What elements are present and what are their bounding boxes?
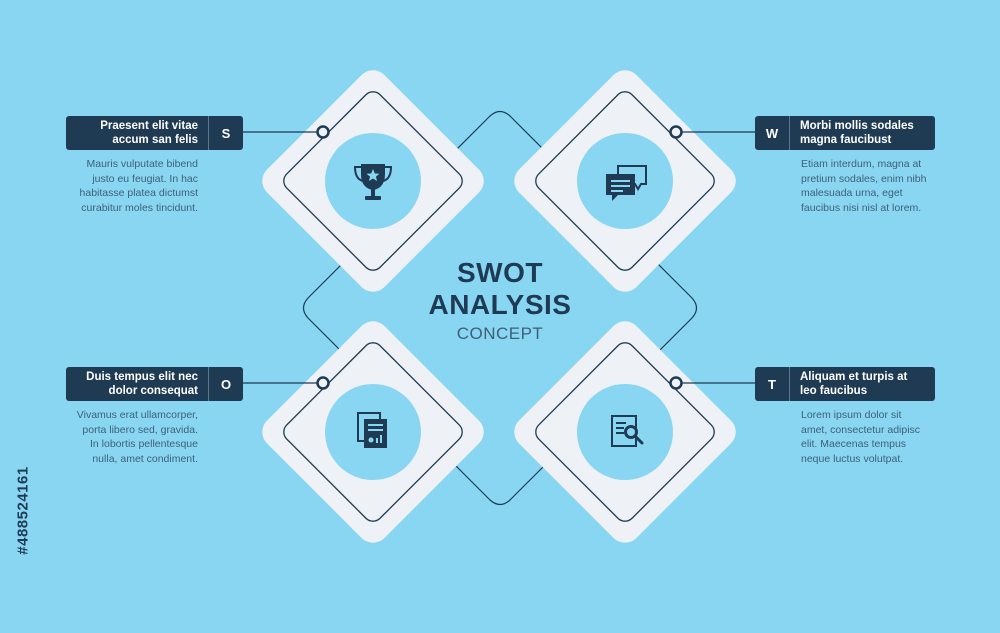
strength-description: Mauris vulputate bibend justo eu feugiat… <box>28 157 198 215</box>
strength-letter: S <box>208 116 243 150</box>
document-search-icon <box>611 415 644 447</box>
threat-title: Aliquam et turpis at leo faucibus <box>790 370 935 398</box>
connector-w <box>669 125 755 139</box>
documents-chart-icon <box>357 412 387 448</box>
threat-letter: T <box>755 367 790 401</box>
threat-title-line-2: leo faucibus <box>800 385 868 397</box>
opportunity-letter: O <box>208 367 243 401</box>
weakness-title-line-1: Morbi mollis sodales <box>800 120 914 132</box>
trophy-icon <box>353 164 393 200</box>
strength-title: Praesent elit vitae accum san felis <box>66 119 208 147</box>
weakness-desc-line: pretium sodales, enim nibh <box>801 172 927 185</box>
stock-id-text: #488524161 <box>14 465 32 555</box>
connector-s <box>243 125 330 139</box>
opportunity-desc-line: In lobortis pellentesque <box>90 438 198 450</box>
threat-desc-line: elit. Maecenas tempus <box>801 438 907 450</box>
threat-desc-line: amet, consectetur adipisc <box>801 423 921 436</box>
opportunity-desc-line: Vivamus erat ullamcorper, <box>76 409 198 421</box>
threat-title-line-1: Aliquam et turpis at <box>800 371 908 383</box>
weakness-title: Morbi mollis sodales magna faucibust <box>790 119 935 147</box>
center-connector-diamond <box>302 110 698 506</box>
weakness-desc-line: malesuada urna, eget <box>801 187 903 199</box>
opportunity-label: Duis tempus elit nec dolor consequat O <box>66 367 243 401</box>
opportunity-title-line-2: dolor consequat <box>108 385 198 397</box>
strength-title-line-1: Praesent elit vitae <box>100 120 198 132</box>
chat-bubbles-icon <box>606 165 647 201</box>
opportunity-title-line-1: Duis tempus elit nec <box>86 371 198 383</box>
connector-o <box>243 376 330 390</box>
opportunity-title: Duis tempus elit nec dolor consequat <box>66 370 208 398</box>
strength-desc-line: curabitur moles tincidunt. <box>81 201 198 214</box>
opportunity-description: Vivamus erat ullamcorper, porta libero s… <box>28 408 198 466</box>
threat-label: T Aliquam et turpis at leo faucibus <box>755 367 935 401</box>
strength-desc-line: Mauris vulputate bibend <box>86 158 199 170</box>
weakness-label: W Morbi mollis sodales magna faucibust <box>755 116 935 150</box>
strength-title-line-2: accum san felis <box>112 134 198 146</box>
opportunity-desc-line: nulla, amet condiment. <box>92 452 198 465</box>
weakness-letter: W <box>755 116 790 150</box>
title-concept: CONCEPT <box>456 324 544 343</box>
strength-desc-line: justo eu feugiat. In hac <box>92 172 198 185</box>
weakness-title-line-2: magna faucibust <box>800 134 892 146</box>
weakness-desc-line: faucibus nisi nisl at lorem. <box>801 201 922 214</box>
connector-t <box>669 376 755 390</box>
strength-desc-line: habitasse platea dictumst <box>79 187 198 199</box>
title-swot: SWOT <box>457 257 543 288</box>
title-analysis: ANALYSIS <box>428 289 572 320</box>
threat-desc-line: Lorem ipsum dolor sit <box>801 409 902 421</box>
opportunity-desc-line: porta libero sed, gravida. <box>82 423 198 436</box>
stock-id-watermark: #488524161 <box>8 400 38 620</box>
weakness-desc-line: Etiam interdum, magna at <box>801 158 922 170</box>
weakness-description: Etiam interdum, magna at pretium sodales… <box>801 157 971 215</box>
threat-description: Lorem ipsum dolor sit amet, consectetur … <box>801 408 971 466</box>
threat-desc-line: neque luctus volutpat. <box>801 452 904 465</box>
strength-label: Praesent elit vitae accum san felis S <box>66 116 243 150</box>
